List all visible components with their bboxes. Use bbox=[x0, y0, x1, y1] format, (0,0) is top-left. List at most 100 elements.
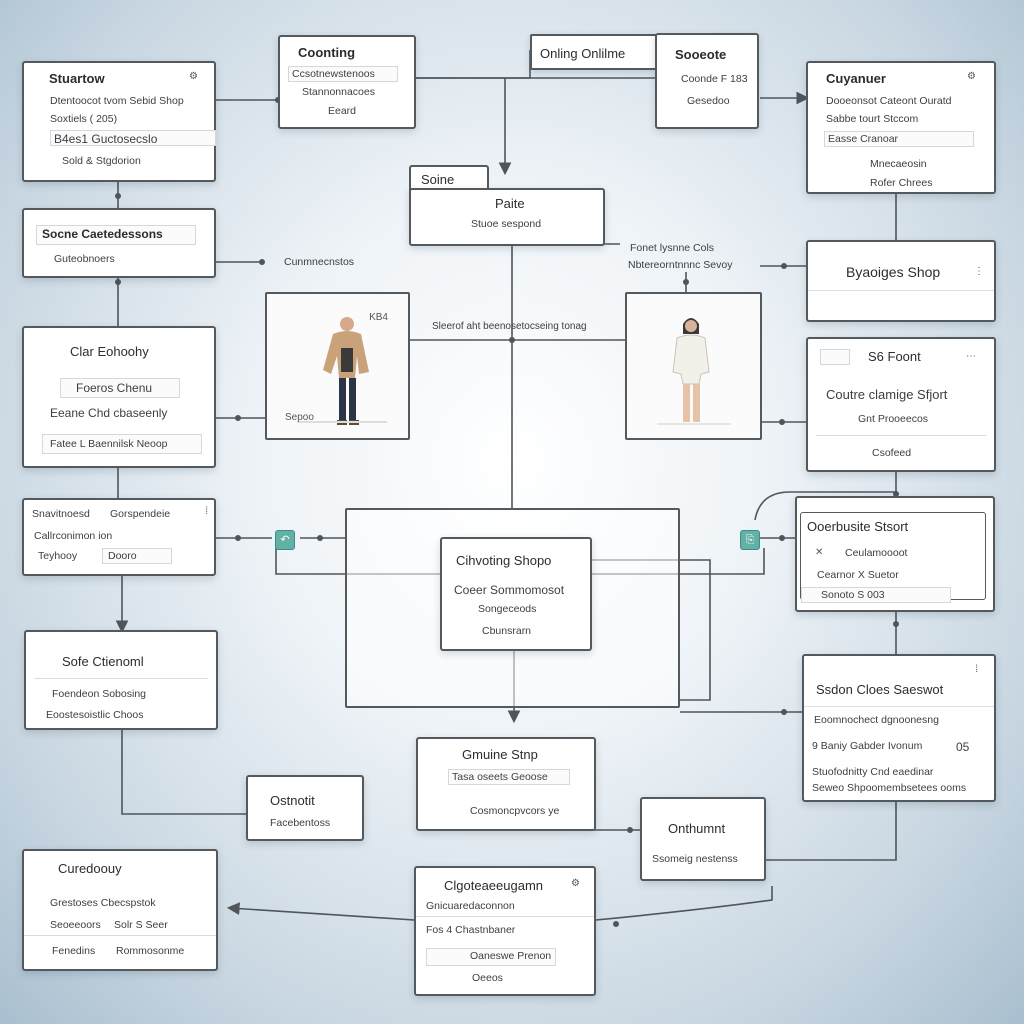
node-line: Songeceods bbox=[478, 603, 537, 615]
node-title: Clgoteaeeugamn bbox=[444, 878, 544, 893]
node-osthmt[interactable]: Ostnotit Facebentoss bbox=[246, 775, 364, 841]
gear-icon[interactable]: ⚙ bbox=[967, 71, 976, 82]
input-field[interactable] bbox=[801, 587, 951, 603]
node-line: Foendeon Sobosing bbox=[52, 688, 146, 700]
node-clear[interactable]: Clar Eohoohy Foeros Chenu Eeane Chd cbas… bbox=[22, 326, 216, 468]
node-line: Grestoses Cbecspstok bbox=[50, 897, 156, 909]
node-line: Seoeeoors bbox=[50, 919, 101, 931]
node-coerbuate[interactable]: Ooerbusite Stsort ✕ Ceulamoooot Cearnor … bbox=[795, 496, 995, 612]
node-line: Sonoto S 003 bbox=[821, 589, 885, 601]
connector-icon[interactable]: ↶ bbox=[275, 530, 295, 550]
divider bbox=[416, 916, 594, 917]
input-field[interactable] bbox=[60, 378, 180, 398]
node-title: Stuartow bbox=[49, 71, 105, 86]
node-line: Coutre clamige Sfjort bbox=[826, 387, 948, 402]
node-line: Coonde F 183 bbox=[681, 73, 748, 85]
close-icon[interactable]: ✕ bbox=[815, 547, 824, 558]
node-line: Callrconimon ion bbox=[34, 530, 113, 542]
photo-caption: Sepoo bbox=[285, 412, 314, 423]
input-field[interactable] bbox=[50, 130, 216, 146]
node-line: Snavitnoesd bbox=[32, 508, 90, 520]
node-paite[interactable]: Paite Stuoe sespond bbox=[409, 188, 605, 246]
input-field[interactable] bbox=[288, 66, 398, 82]
input-field[interactable] bbox=[820, 349, 850, 365]
node-showdow[interactable]: Stuartow ⚙ Dtentoocot tvom Sebid Shop So… bbox=[22, 61, 216, 182]
node-line: Stuoe sespond bbox=[471, 218, 542, 230]
chevron-icon[interactable]: ⋮ bbox=[974, 266, 984, 277]
node-stanmoot[interactable]: Snavitnoesd Gorspendeie ⁞ Callrconimon i… bbox=[22, 498, 216, 576]
divider bbox=[34, 678, 208, 679]
node-line: Rommosonme bbox=[116, 945, 185, 957]
node-gmune[interactable]: Gmuine Stnp Tasa oseets Geoose Cosmoncpv… bbox=[416, 737, 596, 831]
node-line: Gorspendeie bbox=[110, 508, 171, 520]
node-line: Gnicuaredaconnon bbox=[426, 900, 515, 912]
node-line: B4es1 Guctosecslo bbox=[54, 132, 158, 146]
input-field[interactable] bbox=[426, 948, 556, 966]
node-sooeote[interactable]: Sooeote Coonde F 183 Gesedoo bbox=[655, 33, 759, 129]
input-field[interactable] bbox=[102, 548, 172, 564]
gear-icon[interactable]: ⚙ bbox=[571, 878, 580, 889]
input-field[interactable] bbox=[824, 131, 974, 147]
node-castle[interactable]: Socne Caetedessons Guteobnoers bbox=[22, 208, 216, 278]
node-onthumnt[interactable]: Onthumnt Ssomeig nestenss bbox=[640, 797, 766, 881]
node-title: Byaoiges Shop bbox=[846, 264, 941, 280]
divider bbox=[808, 290, 994, 291]
node-title: Cihvoting Shopo bbox=[456, 553, 552, 568]
node-line: Dtentoocot tvom Sebid Shop bbox=[50, 95, 184, 107]
top-center-label-box[interactable]: Onling Onlilme bbox=[530, 34, 658, 70]
node-line: Foeros Chenu bbox=[76, 381, 153, 395]
node-clgoter[interactable]: Clgoteaeeugamn ⚙ Gnicuaredaconnon Fos 4 … bbox=[414, 866, 596, 996]
photo-tag: KB4 bbox=[369, 312, 388, 323]
input-field[interactable] bbox=[448, 769, 570, 785]
node-line: Csofeed bbox=[872, 447, 912, 459]
node-line: Gnt Prooeecos bbox=[858, 413, 929, 425]
node-line: Sabbe tourt Stccom bbox=[826, 113, 919, 125]
gear-icon[interactable]: ⚙ bbox=[189, 71, 198, 82]
node-byapnes[interactable]: Byaoiges Shop ⋮ bbox=[806, 240, 996, 322]
float-label-center-band: Sleerof aht beenosetocseing tonag bbox=[432, 321, 587, 332]
node-title: Cuyanuer bbox=[826, 71, 886, 86]
float-label-left-mid: Cunmnecnstos bbox=[284, 256, 355, 268]
person-figure bbox=[297, 317, 387, 425]
more-icon[interactable]: ⁞ bbox=[975, 664, 978, 675]
node-line: Sold & Stgdorion bbox=[62, 155, 141, 167]
node-title: Ssdon Cloes Saeswot bbox=[816, 682, 944, 697]
node-line: Tasa oseets Geoose bbox=[452, 771, 548, 783]
inner-card: Ooerbusite Stsort ✕ Ceulamoooot Cearnor … bbox=[800, 512, 986, 603]
node-line: Ssomeig nestenss bbox=[652, 853, 738, 865]
node-center[interactable]: Cihvoting Shopo Coeer Sommomosot Songece… bbox=[440, 537, 592, 651]
node-title: Gmuine Stnp bbox=[462, 747, 538, 762]
node-sedon[interactable]: Ssdon Cloes Saeswot ⁞ Eoomnochect dgnoon… bbox=[802, 654, 996, 802]
node-line: Cosmoncpvcors ye bbox=[470, 805, 560, 817]
person-figure bbox=[657, 318, 731, 425]
node-line: 05 bbox=[956, 740, 970, 754]
node-title: Socne Caetedessons bbox=[42, 227, 163, 241]
node-line: Solr S Seer bbox=[114, 919, 168, 931]
input-field[interactable] bbox=[36, 225, 196, 245]
connector-icon[interactable]: ⎘ bbox=[740, 530, 760, 550]
node-line: Guteobnoers bbox=[54, 253, 115, 265]
node-cuyanuer[interactable]: Cuyanuer ⚙ Dooeonsot Cateont Ouratd Sabb… bbox=[806, 61, 996, 194]
node-cureodouy[interactable]: Curedoouy Grestoses Cbecspstok Seoeeoors… bbox=[22, 849, 218, 971]
node-line: Gesedoo bbox=[687, 95, 730, 107]
more-icon[interactable]: ⋯ bbox=[966, 351, 976, 362]
node-line: Seweo Shpoomembsetees ooms bbox=[812, 782, 967, 794]
node-line: Stuofodnitty Cnd eaedinar bbox=[812, 766, 934, 778]
node-coonting[interactable]: Coonting Ccsotnewstenoos Stannonnacoes E… bbox=[278, 35, 416, 129]
photo-left[interactable]: KB4 Sepoo bbox=[265, 292, 410, 440]
node-title: Onthumnt bbox=[668, 821, 726, 836]
node-line: Eeard bbox=[328, 105, 357, 117]
menu-icon[interactable]: ⁞ bbox=[205, 506, 208, 517]
node-line: Ceulamoooot bbox=[845, 547, 908, 559]
node-line: Mnecaeosin bbox=[870, 158, 927, 170]
node-line: Dooeonsot Cateont Ouratd bbox=[826, 95, 952, 107]
node-sofe[interactable]: Sofe Ctienoml Foendeon Sobosing Eoosteso… bbox=[24, 630, 218, 730]
float-label-right-mid-2: Nbtereorntnnnc Sevoy bbox=[628, 259, 733, 271]
node-line: 9 Baniy Gabder Ivonum bbox=[812, 740, 923, 752]
node-line: Fenedins bbox=[52, 945, 96, 957]
node-line: Eoostesoistlic Choos bbox=[46, 709, 144, 721]
photo-right[interactable] bbox=[625, 292, 762, 440]
input-field[interactable] bbox=[42, 434, 202, 454]
node-sofront[interactable]: S6 Foont ⋯ Coutre clamige Sfjort Gnt Pro… bbox=[806, 337, 996, 472]
node-title: Ooerbusite Stsort bbox=[807, 519, 909, 534]
